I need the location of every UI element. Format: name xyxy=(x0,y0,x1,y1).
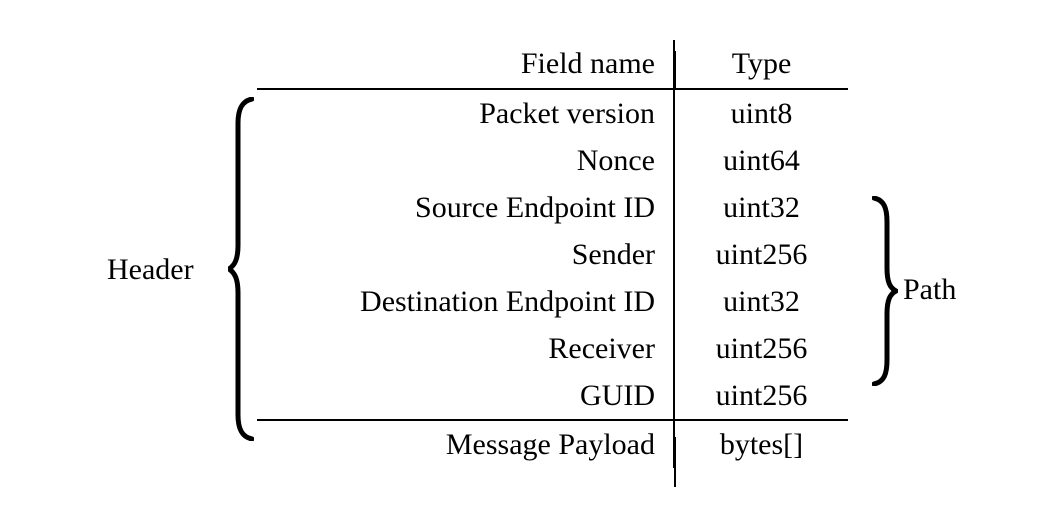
field-type-cell: uint32 xyxy=(673,184,848,231)
column-divider-bottom-extension xyxy=(674,437,676,487)
payload-name-cell: Message Payload xyxy=(445,428,655,461)
field-type-cell: uint256 xyxy=(673,325,848,372)
field-name-cell: Sender xyxy=(571,238,655,271)
field-type-cell: uint32 xyxy=(673,278,848,325)
field-name-cell: Packet version xyxy=(479,97,655,130)
field-type-cell: uint64 xyxy=(673,137,848,184)
table-row: Source Endpoint ID uint32 xyxy=(257,184,848,231)
path-group-label: Path xyxy=(903,273,957,306)
path-group-brace xyxy=(872,196,898,386)
packet-table-wrapper: Field name Type Packet version uint8 Non… xyxy=(257,40,848,487)
table-row: Nonce uint64 xyxy=(257,137,848,184)
field-name-cell: Nonce xyxy=(576,144,655,177)
table-header-row: Field name Type xyxy=(257,40,848,90)
column-divider-top-extension xyxy=(674,51,676,88)
header-group-brace xyxy=(228,97,254,441)
table-row: Packet version uint8 xyxy=(257,89,848,137)
table-row: Sender uint256 xyxy=(257,231,848,278)
field-name-cell: Source Endpoint ID xyxy=(415,191,655,224)
table-header: Field name Type xyxy=(257,40,848,90)
column-header-type: Type xyxy=(673,40,848,90)
table-footer-row: Message Payload bytes[] xyxy=(257,420,848,468)
field-type-cell: uint256 xyxy=(673,231,848,278)
field-name-cell: Destination Endpoint ID xyxy=(360,285,655,318)
table-row: GUID uint256 xyxy=(257,372,848,421)
field-type-cell: uint256 xyxy=(673,372,848,421)
field-name-cell: GUID xyxy=(257,372,674,421)
payload-type-cell: bytes[] xyxy=(673,420,848,468)
packet-structure-table: Field name Type Packet version uint8 Non… xyxy=(257,40,848,468)
field-name-cell: Receiver xyxy=(548,332,655,365)
column-header-field-name: Field name xyxy=(257,40,674,90)
header-group-label: Header xyxy=(107,253,194,286)
table-body: Packet version uint8 Nonce uint64 Source… xyxy=(257,89,848,468)
table-row: Destination Endpoint ID uint32 xyxy=(257,278,848,325)
field-type-cell: uint8 xyxy=(673,89,848,137)
table-row: Receiver uint256 xyxy=(257,325,848,372)
